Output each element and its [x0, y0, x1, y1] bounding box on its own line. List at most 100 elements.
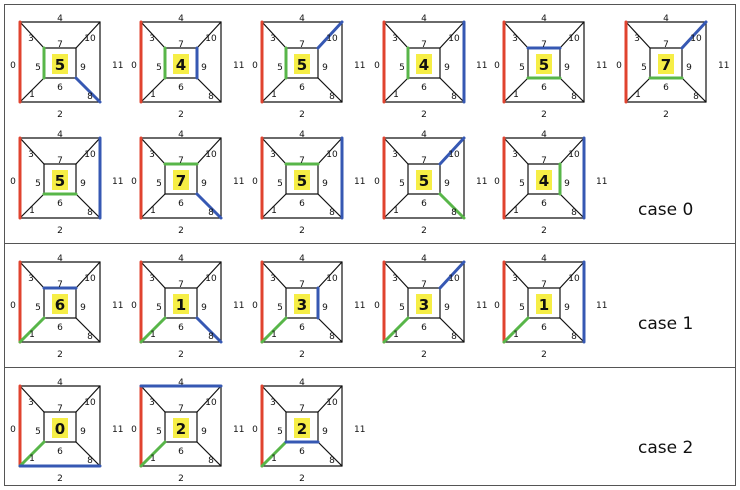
- edge-label-br_diag: 8: [329, 92, 335, 102]
- edge-label-inner_right: 9: [564, 179, 570, 189]
- edge-label-tr_diag: 10: [448, 274, 460, 284]
- edge-1: [139, 440, 167, 468]
- edge-label-left: 0: [131, 61, 137, 71]
- edge-label-top: 4: [178, 254, 184, 264]
- edge-label-right: 11: [354, 301, 365, 311]
- center-value: 4: [419, 56, 429, 74]
- edge-label-tr_diag: 10: [326, 150, 338, 160]
- edge-label-tl_diag: 3: [149, 274, 155, 284]
- center-value: 2: [297, 420, 307, 438]
- edge-label-bl_diag: 1: [150, 90, 156, 100]
- edge-3: [261, 385, 287, 413]
- case-label: case 0: [638, 200, 694, 220]
- edge-label-inner_bottom: 6: [178, 447, 184, 457]
- figure-frame: [4, 4, 736, 486]
- edge-1: [19, 77, 45, 103]
- edge-label-inner_right: 9: [444, 63, 450, 73]
- edge-label-bottom: 2: [421, 110, 427, 120]
- edge-label-bottom: 2: [541, 226, 547, 236]
- center-value: 5: [55, 56, 65, 74]
- edge-label-inner_top: 7: [421, 40, 427, 50]
- edge-label-inner_left: 5: [35, 179, 41, 189]
- edge-3: [503, 261, 529, 289]
- edge-3: [140, 21, 166, 49]
- center-value: 2: [176, 420, 186, 438]
- edge-label-inner_bottom: 6: [663, 83, 669, 93]
- edge-label-inner_right: 9: [201, 63, 207, 73]
- section-divider: [4, 243, 736, 244]
- edge-3: [140, 137, 166, 165]
- edge-label-left: 0: [131, 301, 137, 311]
- edge-10: [196, 261, 222, 289]
- edge-label-top: 4: [178, 378, 184, 388]
- edge-label-right: 11: [476, 177, 487, 187]
- edge-8: [196, 441, 222, 467]
- center-value: 4: [176, 56, 186, 74]
- edge-label-bottom: 2: [299, 110, 305, 120]
- edge-label-inner_left: 5: [277, 427, 283, 437]
- edge-8: [317, 193, 343, 219]
- edge-label-inner_top: 7: [299, 156, 305, 166]
- center-value: 5: [297, 56, 307, 74]
- edge-label-br_diag: 8: [693, 92, 699, 102]
- edge-label-right: 11: [596, 61, 607, 71]
- edge-1: [140, 77, 166, 103]
- edge-label-tr_diag: 10: [84, 34, 96, 44]
- center-highlight: [52, 294, 68, 314]
- edge-10: [75, 21, 101, 49]
- edge-label-tr_diag: 10: [448, 150, 460, 160]
- edge-label-br_diag: 8: [451, 332, 457, 342]
- edge-label-bl_diag: 1: [513, 330, 519, 340]
- center-highlight: [173, 54, 189, 74]
- edge-label-inner_bottom: 6: [299, 83, 305, 93]
- edge-label-right: 11: [112, 177, 123, 187]
- edge-label-bl_diag: 1: [271, 90, 277, 100]
- edge-label-right: 11: [596, 301, 607, 311]
- edge-3: [261, 261, 287, 289]
- edge-label-br_diag: 8: [87, 208, 93, 218]
- edge-label-tr_diag: 10: [326, 274, 338, 284]
- edge-label-inner_right: 9: [564, 63, 570, 73]
- edge-3: [383, 137, 409, 165]
- edge-label-bottom: 2: [57, 110, 63, 120]
- edge-label-bl_diag: 1: [271, 454, 277, 464]
- edge-8: [681, 77, 707, 103]
- edge-3: [261, 21, 287, 49]
- edge-label-tr_diag: 10: [448, 34, 460, 44]
- edge-label-br_diag: 8: [208, 208, 214, 218]
- edge-label-bottom: 2: [178, 474, 184, 484]
- edge-label-right: 11: [354, 425, 365, 435]
- edge-label-inner_top: 7: [541, 280, 547, 290]
- center-value: 1: [539, 296, 549, 314]
- edge-label-inner_top: 7: [541, 156, 547, 166]
- edge-label-inner_top: 7: [299, 40, 305, 50]
- edge-label-inner_bottom: 6: [178, 83, 184, 93]
- edge-label-inner_top: 7: [299, 404, 305, 414]
- edge-label-bottom: 2: [299, 350, 305, 360]
- edge-label-inner_top: 7: [178, 280, 184, 290]
- center-value: 7: [176, 172, 186, 190]
- edge-label-br_diag: 8: [571, 208, 577, 218]
- edge-label-inner_left: 5: [399, 179, 405, 189]
- edge-label-bottom: 2: [299, 474, 305, 484]
- edge-label-tr_diag: 10: [568, 150, 580, 160]
- center-value: 5: [539, 56, 549, 74]
- edge-10: [75, 137, 101, 165]
- edge-10: [438, 260, 466, 290]
- edge-label-tl_diag: 3: [392, 34, 398, 44]
- edge-1: [625, 77, 651, 103]
- edge-10: [559, 137, 585, 165]
- edge-3: [19, 21, 45, 49]
- edge-10: [317, 385, 343, 413]
- edge-label-inner_top: 7: [421, 156, 427, 166]
- edge-3: [503, 21, 529, 49]
- edge-label-right: 11: [476, 301, 487, 311]
- center-value: 5: [297, 172, 307, 190]
